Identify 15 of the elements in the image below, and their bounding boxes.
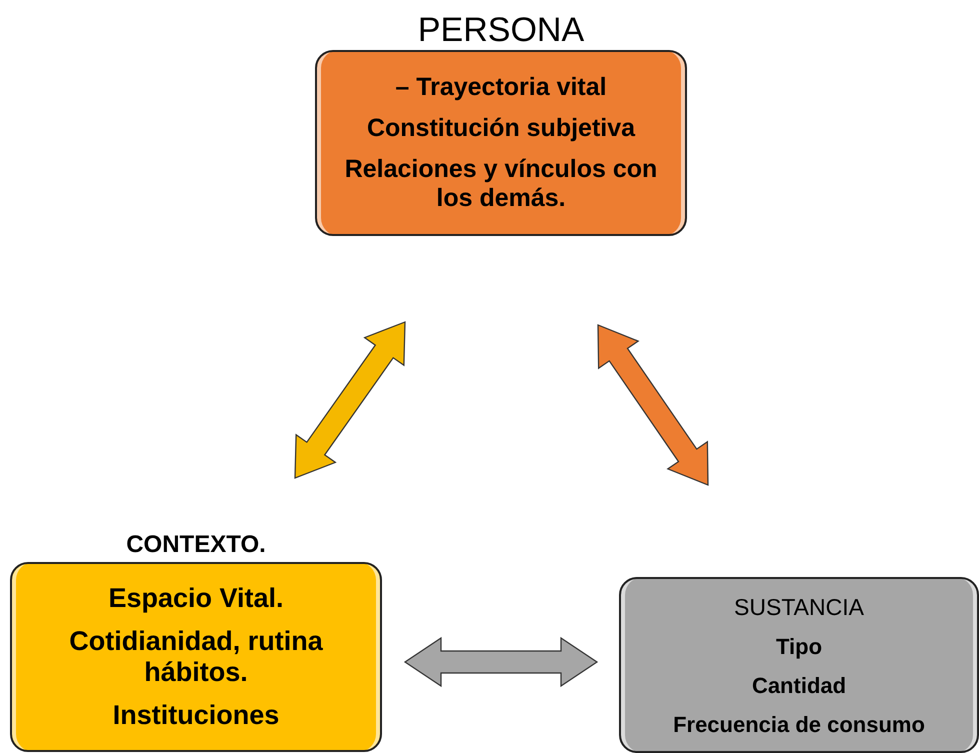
heading: PERSONA	[418, 10, 584, 50]
box-text: Instituciones	[112, 700, 280, 731]
box-text: Cantidad	[752, 672, 846, 698]
box-text: Relaciones y vínculos con los demás.	[344, 155, 658, 213]
box-text: – Trayectoria vital	[395, 73, 607, 102]
box-text: Cotidianidad, rutina hábitos.	[68, 626, 324, 688]
box-text: Espacio Vital.	[108, 583, 284, 614]
double-arrow	[294, 321, 406, 479]
box-text: Frecuencia de consumo	[673, 710, 925, 738]
double-arrow	[404, 636, 598, 688]
box-text: Tipo	[776, 632, 822, 660]
box-text: Constitución subjetiva	[366, 114, 636, 143]
double-arrow	[597, 324, 709, 486]
heading: CONTEXTO.	[126, 530, 266, 560]
box-text: SUSTANCIA	[734, 592, 864, 620]
